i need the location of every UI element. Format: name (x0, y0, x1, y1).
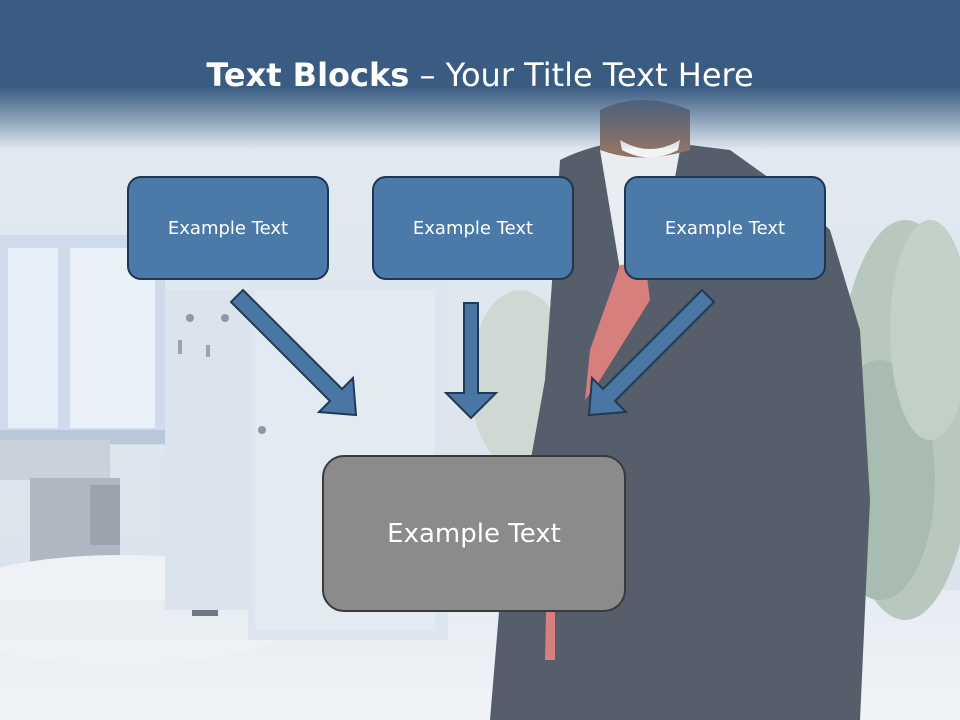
title-separator: – (409, 56, 446, 94)
center-text-block[interactable]: Example Text (322, 455, 626, 612)
title-rest-part: Your Title Text Here (445, 56, 754, 94)
text-block-left-label: Example Text (167, 217, 289, 239)
center-text-block-label: Example Text (387, 518, 561, 549)
text-block-right-label: Example Text (664, 217, 786, 239)
text-block-middle[interactable]: Example Text (372, 176, 574, 280)
arrow-left-diagonal-icon (229, 288, 358, 417)
arrow-down-icon (443, 302, 499, 420)
text-block-middle-label: Example Text (412, 217, 534, 239)
text-block-left[interactable]: Example Text (127, 176, 329, 280)
title-bold-part: Text Blocks (206, 56, 410, 94)
text-block-right[interactable]: Example Text (624, 176, 826, 280)
arrow-right-diagonal-icon (587, 288, 716, 417)
slide-title: Text Blocks – Your Title Text Here (0, 52, 960, 98)
title-bar (0, 0, 960, 150)
